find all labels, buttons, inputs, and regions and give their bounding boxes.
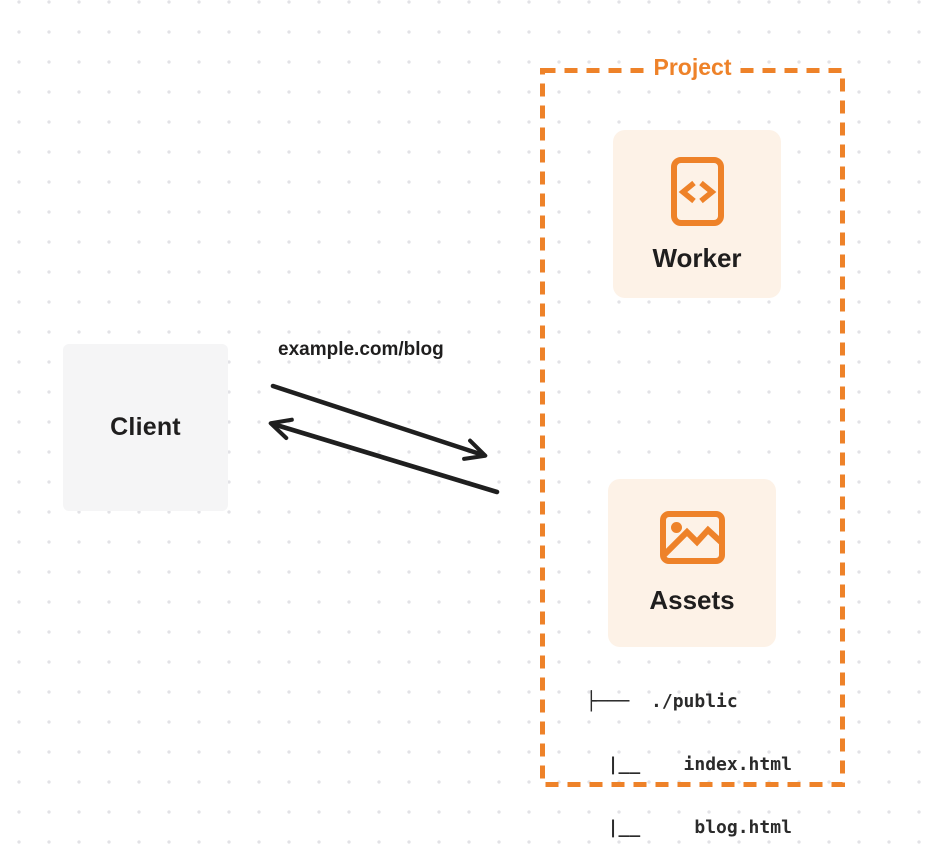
request-response-arrows <box>268 383 500 495</box>
file-tree-line-public: ├─── ./public <box>586 691 738 712</box>
code-file-icon <box>670 157 724 226</box>
client-label: Client <box>110 413 181 441</box>
file-tree-line-index: |__ index.html <box>586 754 792 775</box>
worker-label: Worker <box>652 243 742 273</box>
worker-card: Worker <box>613 130 781 298</box>
client-box: Client <box>63 344 228 511</box>
file-tree-line-blog: |__ blog.html <box>586 817 792 838</box>
project-label: Project <box>644 54 741 81</box>
request-url-label: example.com/blog <box>278 339 444 360</box>
response-arrow <box>268 417 500 495</box>
image-icon <box>659 511 725 564</box>
assets-file-tree: ├─── ./public |__ index.html |__ blog.ht… <box>586 649 792 860</box>
project-container: Project Worker Assets ├─── ./public |__ … <box>540 54 845 838</box>
assets-label: Assets <box>649 585 735 615</box>
request-arrow <box>270 383 488 461</box>
assets-card: Assets <box>608 479 776 647</box>
